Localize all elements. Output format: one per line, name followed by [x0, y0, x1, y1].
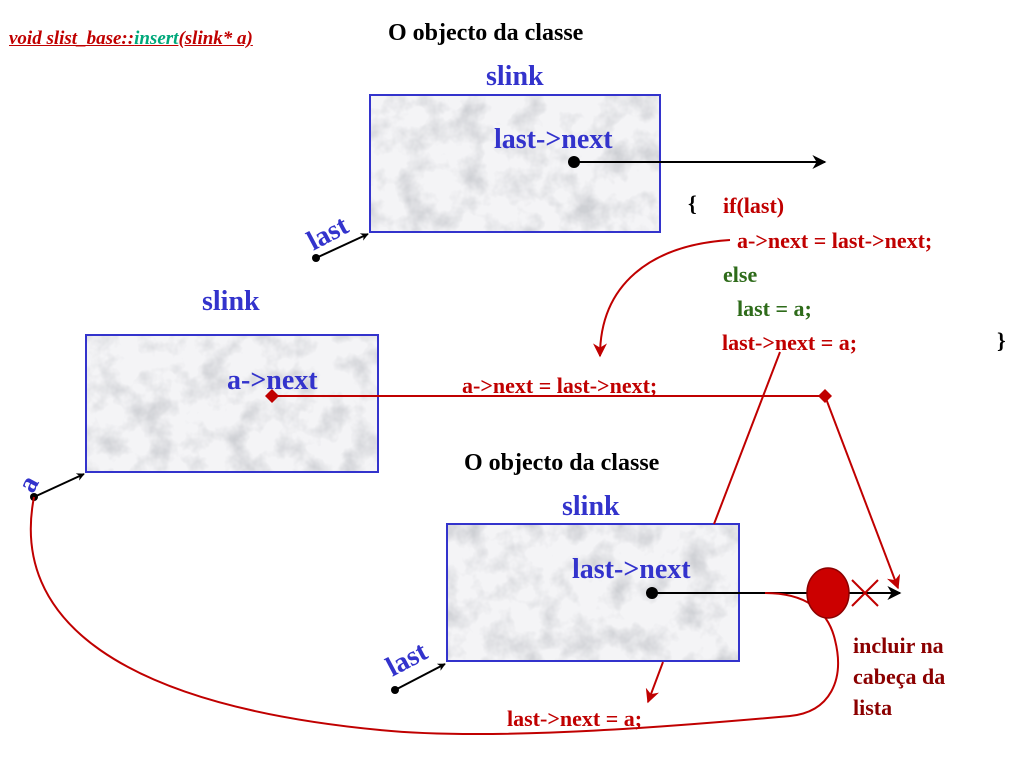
- code-close-brace: }: [997, 328, 1006, 353]
- box-bottom-field: last->next: [572, 554, 691, 585]
- box-left-class-label: slink: [202, 286, 260, 317]
- title-top: O objecto da classe: [388, 20, 584, 46]
- code-line-5: last->next = a;: [722, 330, 858, 355]
- code-else-line: else: [723, 262, 758, 287]
- box-top-field: last->next: [494, 124, 613, 155]
- code-line-2: a->next = last->next;: [737, 228, 933, 253]
- code-if-line: if(last): [723, 193, 785, 218]
- code-line-4: last = a;: [737, 296, 812, 321]
- signature-params: (slink* a): [178, 28, 253, 49]
- code-open-brace: {: [688, 191, 697, 216]
- annotation-note: incluir na cabeça da lista: [853, 630, 945, 723]
- annotation-bottom: last->next = a;: [507, 706, 643, 731]
- title-bottom: O objecto da classe: [464, 450, 660, 476]
- annotation-middle: a->next = last->next;: [462, 373, 658, 398]
- red-annotations: [29, 239, 901, 736]
- box-top: [369, 94, 661, 233]
- signature-method: insert: [134, 28, 179, 49]
- signature-class: void slist_base::: [9, 28, 135, 49]
- box-bottom-class-label: slink: [562, 491, 620, 522]
- box-left: [85, 334, 379, 473]
- note-line-2: cabeça da: [853, 664, 946, 689]
- box-left-field: a->next: [227, 365, 318, 396]
- box-top-class-label: slink: [486, 61, 544, 92]
- note-line-1: incluir na: [853, 633, 944, 658]
- function-signature: void slist_base::insert(slink* a): [9, 28, 253, 50]
- note-line-3: lista: [853, 695, 893, 720]
